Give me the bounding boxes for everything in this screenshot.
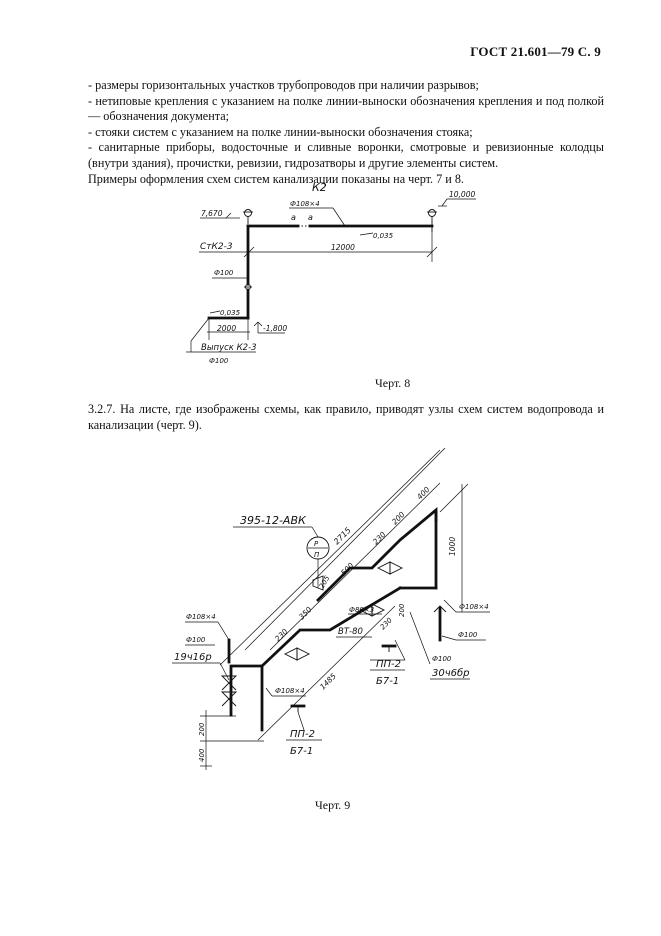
dim-200a: 200	[390, 510, 407, 527]
dim-12000: 12000	[331, 243, 355, 252]
body-text-list: - размеры горизонтальных участков трубоп…	[88, 78, 604, 187]
b71-bottom: Б7-1	[290, 746, 313, 757]
list-item: - стояки систем с указанием на полке лин…	[88, 124, 473, 139]
level-10000: 10,000	[449, 190, 475, 199]
fig8-title: К2	[312, 181, 327, 194]
phi100-r2: Ф100	[432, 655, 452, 663]
dim-1485: 1485	[318, 671, 338, 691]
paragraph: 3.2.7. На листе, где изображены схемы, к…	[88, 402, 604, 433]
figure-8: К2 7,670 а а Ф108×4 0,035 10,000	[186, 181, 476, 365]
paragraph: Примеры оформления схем систем канализац…	[88, 171, 464, 186]
pp2-right: ПП-2	[376, 659, 401, 670]
dim-2000: 2000	[217, 324, 236, 333]
level-m1800: -1,800	[263, 324, 287, 333]
vt80: ВТ-80	[338, 627, 363, 637]
dim-230c: 230	[379, 616, 394, 631]
dim-350: 350	[297, 605, 314, 622]
cleanout-icon	[244, 209, 252, 217]
figure-9: 395-12-АВК Р П 2715 400 200 230 500 1000…	[172, 447, 490, 770]
circle-top: Р	[314, 540, 319, 548]
phi108-label: Ф108×4	[290, 200, 320, 208]
outlet-label: Выпуск К2-3	[201, 343, 257, 353]
phi108-left: Ф108×4	[186, 613, 216, 621]
valve-right: 30ч6бр	[432, 667, 470, 679]
dim-200-bottom: 200	[198, 722, 206, 736]
b71-right: Б7-1	[376, 676, 399, 687]
doc-ref: 395-12-АВК	[240, 514, 307, 527]
phi100-left: Ф100	[186, 636, 206, 644]
pp2-bottom: ПП-2	[290, 729, 315, 740]
section-a2: а	[308, 213, 313, 222]
dim-400-bottom: 400	[198, 748, 206, 762]
section-a1: а	[291, 213, 296, 222]
dim-200b: 200	[398, 603, 406, 617]
dim-230a: 230	[371, 530, 388, 547]
list-item: - размеры горизонтальных участков трубоп…	[88, 78, 479, 92]
phi100-right: Ф100	[458, 631, 478, 639]
slope-2: 0,035	[220, 309, 241, 317]
valve-left: 19ч16р	[174, 652, 212, 663]
para-327: 3.2.7. На листе, где изображены схемы, к…	[88, 402, 604, 432]
fig8-caption: Черт. 8	[375, 376, 411, 390]
fig9-caption: Черт. 9	[315, 798, 351, 812]
dim-400a: 400	[415, 485, 432, 502]
outlet-phi: Ф100	[209, 357, 229, 365]
phi100-label: Ф100	[214, 269, 234, 277]
level-7670: 7,670	[201, 209, 223, 218]
slope-1: 0,035	[373, 232, 394, 240]
list-item: - нетиповые крепления с указанием на пол…	[88, 93, 604, 124]
circle-bottom: П	[314, 551, 320, 559]
phi108-right: Ф108×4	[459, 603, 489, 611]
riser-label: СтК2-3	[200, 242, 233, 252]
dim-1000: 1000	[448, 537, 457, 556]
list-item: - санитарные приборы, водосточные и слив…	[88, 140, 604, 170]
page-header: ГОСТ 21.601—79 С. 9	[470, 44, 601, 59]
dim-2715: 2715	[332, 526, 353, 547]
phi108-mid: Ф108×4	[275, 687, 305, 695]
